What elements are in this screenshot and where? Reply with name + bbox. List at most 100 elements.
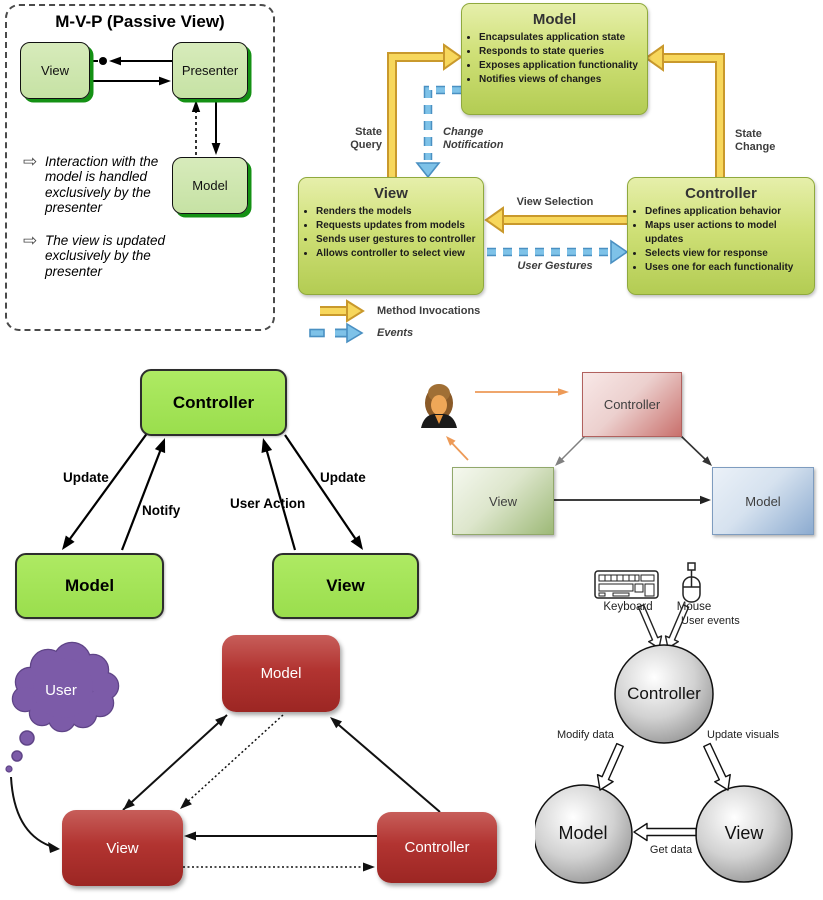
controller-to-view-hollow-arrow — [703, 742, 731, 791]
gradient-model-box: Model — [712, 467, 814, 535]
controller-circle — [614, 644, 714, 744]
user-avatar-icon — [421, 384, 457, 428]
controller-to-view-arrow — [184, 831, 377, 841]
controller-to-model-arrow — [330, 717, 441, 813]
change-notification-arrow — [415, 85, 461, 179]
notify-label: Notify — [142, 503, 181, 518]
note-arrow-icon: ⇨ — [23, 231, 38, 251]
controller-to-view-arrow — [555, 434, 587, 466]
mvc-controller-title: Controller — [685, 185, 757, 202]
gradient-view-label: View — [489, 493, 517, 509]
keyboard-icon — [594, 570, 659, 599]
view-selection-arrow — [484, 206, 627, 234]
gradient-model-label: Model — [745, 493, 781, 509]
mvc-detailed-arrows-layer — [309, 43, 725, 344]
model-to-presenter-dashed-arrow — [191, 100, 201, 155]
mvp-dashed-frame — [5, 4, 275, 331]
mvc-triangle-arrows-layer — [62, 431, 363, 551]
user-cloud-label: User — [45, 682, 77, 699]
bullet-item: Allows controller to select view — [316, 247, 481, 261]
triangle-model-label: Model — [64, 576, 115, 595]
legend-events-label: Events — [377, 327, 414, 339]
view-to-controller-dotted-arrow — [183, 862, 375, 872]
bullet-item: Exposes application functionality — [479, 59, 645, 73]
red-view-box: View — [62, 810, 183, 886]
mvc-controller-bullets: Defines application behavior Maps user a… — [628, 205, 814, 275]
mvc-view-bullets: Renders the models Requests updates from… — [299, 205, 483, 261]
user-cloud-icon — [5, 641, 120, 773]
red-model-label: Model — [260, 665, 302, 682]
red-controller-box: Controller — [377, 812, 497, 883]
controller-to-model-arrow — [679, 434, 712, 466]
mvc-spheres-layer — [535, 562, 793, 884]
view-to-presenter-arrow — [88, 76, 171, 86]
mvp-note-2: The view is updated exclusively by the p… — [45, 233, 166, 279]
gradient-controller-label: Controller — [603, 397, 661, 412]
controller-to-model-hollow-arrow — [596, 742, 624, 791]
view-model-double-arrow — [122, 714, 228, 811]
get-data-label: Get data — [649, 844, 693, 856]
view-to-controller-user-action-arrow — [261, 438, 297, 551]
bullet-item: Defines application behavior — [645, 205, 812, 219]
bullet-item: Encapsulates application state — [479, 31, 645, 45]
state-change-label: State Change — [735, 128, 776, 153]
view-selection-label: View Selection — [516, 196, 594, 208]
mouse-label: Mouse — [676, 601, 712, 613]
legend-method-invocations-arrow — [320, 299, 365, 323]
triangle-view-label: View — [326, 576, 365, 595]
presenter-to-model-arrow — [211, 97, 221, 155]
mouse-icon — [682, 562, 701, 603]
mvc-detailed-diagram: Model Encapsulates application state Res… — [295, 0, 823, 355]
state-query-label: State Query — [350, 126, 382, 151]
user-gestures-label: User Gestures — [517, 260, 593, 272]
red-view-label: View — [106, 839, 139, 857]
mvp-arrows-layer — [88, 56, 221, 155]
red-model-box: Model — [222, 635, 340, 712]
model-to-controller-notify-arrow — [120, 438, 166, 551]
mvc-model-box: Model Encapsulates application state Res… — [461, 3, 648, 115]
mvc-spheres-diagram: Keyboard Mouse User events Controller Mo… — [535, 558, 823, 900]
gradient-controller-box: Controller — [582, 372, 682, 437]
mvc-red-diagram: User Model View Controller — [0, 620, 520, 900]
controller-to-view-update-arrow — [284, 434, 363, 550]
presenter-to-view-arrow — [88, 56, 172, 66]
model-circle — [535, 784, 633, 884]
update-visuals-label: Update visuals — [707, 729, 780, 741]
sphere-controller-label: Controller — [627, 684, 701, 703]
mvp-presenter-box: Presenter — [172, 42, 248, 99]
view-to-model-arrow — [552, 495, 711, 505]
bullet-item: Requests updates from models — [316, 219, 481, 233]
mvc-gradient-diagram: Controller View Model — [415, 365, 823, 540]
user-events-label: User events — [681, 615, 740, 627]
mvp-model-label: Model — [192, 178, 228, 193]
mvc-view-title: View — [374, 185, 408, 202]
legend-events-arrow — [309, 322, 364, 344]
modify-data-label: Modify data — [557, 729, 614, 741]
model-to-view-dotted-arrow — [180, 714, 284, 809]
change-notification-label: Change Notification — [443, 126, 504, 151]
mvp-view-box: View — [20, 42, 90, 99]
triangle-controller-box: Controller — [140, 369, 287, 436]
mvc-model-title: Model — [532, 11, 577, 28]
bullet-item: Renders the models — [316, 205, 481, 219]
bullet-item: Sends user gestures to controller — [316, 233, 481, 247]
bullet-item: Notifies views of changes — [479, 73, 645, 87]
mvp-presenter-label: Presenter — [181, 63, 239, 78]
mvp-model-box: Model — [172, 157, 248, 214]
user-action-label: User Action — [230, 496, 306, 511]
mvc-view-box: View Renders the models Requests updates… — [298, 177, 484, 295]
mvc-controller-box: Controller Defines application behavior … — [627, 177, 815, 295]
triangle-model-box: Model — [15, 553, 164, 619]
mvp-title: M-V-P (Passive View) — [55, 12, 225, 31]
update-right-label: Update — [320, 470, 366, 485]
user-gestures-arrow — [487, 239, 629, 265]
sphere-view-label: View — [724, 823, 764, 843]
view-to-user-arrow — [446, 436, 469, 461]
bullet-item: Selects view for response — [645, 247, 812, 261]
mvc-red-arrows-layer — [5, 641, 441, 872]
user-to-view-curved-arrow — [10, 776, 60, 853]
mvp-note-1: Interaction with the model is handled ex… — [45, 154, 159, 216]
sphere-model-label: Model — [558, 823, 608, 843]
mvc-gradient-arrows-layer — [421, 384, 712, 505]
